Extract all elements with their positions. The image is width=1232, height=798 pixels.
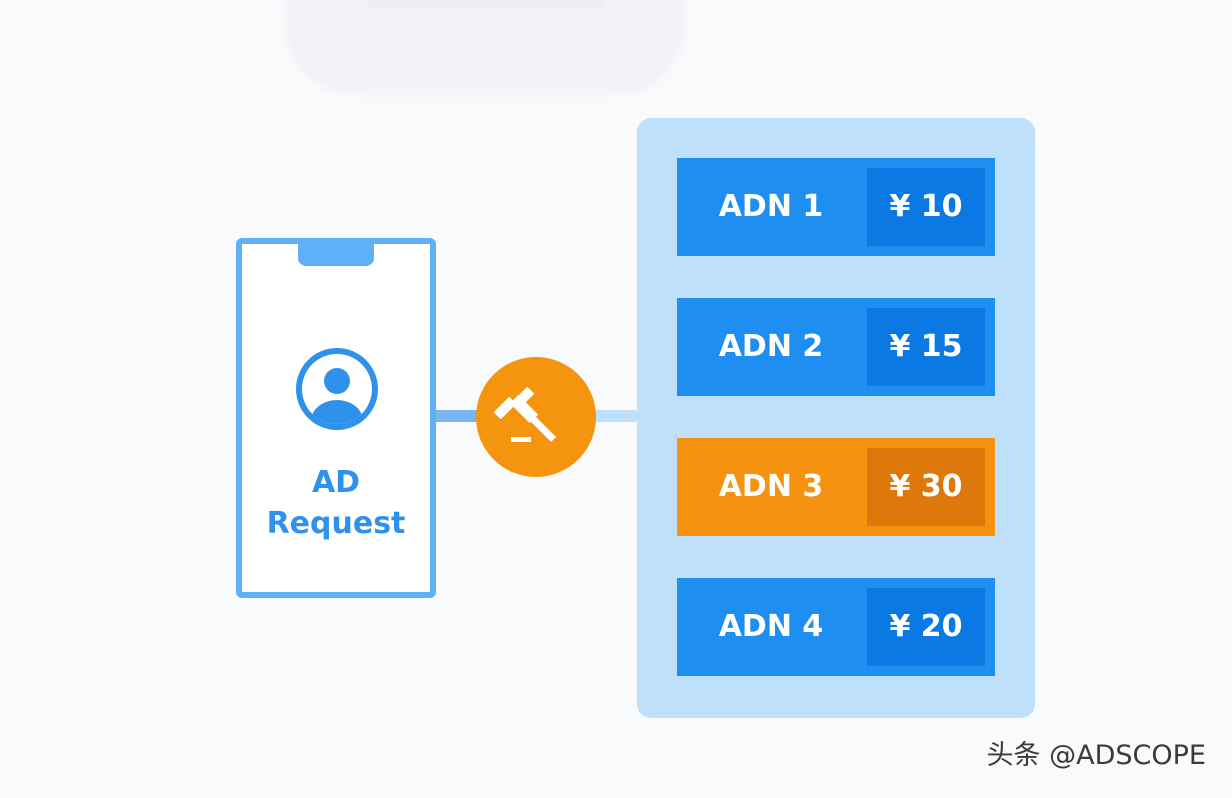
connector-auction-to-networks [592, 410, 640, 422]
user-avatar-icon [295, 347, 379, 431]
phone-device: AD Request [236, 238, 436, 598]
phone-notch [298, 242, 374, 266]
ad-request-line-2: Request [266, 506, 406, 541]
adn-name-2: ADN 2 [718, 329, 824, 364]
ad-request-line-1: AD [311, 465, 361, 500]
adn-row-1: ADN 1 ¥ 10 [677, 158, 995, 256]
adn-row-2: ADN 2 ¥ 15 [677, 298, 995, 396]
watermark-text: 头条 @ADSCOPE [986, 740, 1206, 771]
adn-row-3-winner: ADN 3 ¥ 30 [677, 438, 995, 536]
adn-price-2: ¥ 15 [867, 308, 985, 386]
adn-price-4: ¥ 20 [867, 588, 985, 666]
gavel-icon [476, 357, 596, 477]
ad-request-label: AD Request [242, 462, 430, 544]
connector-phone-to-auction [432, 410, 482, 422]
background-decoration-inner [365, 0, 605, 8]
adn-name-1: ADN 1 [718, 189, 824, 224]
adn-name-3: ADN 3 [718, 469, 824, 504]
ad-networks-panel: ADN 1 ¥ 10 ADN 2 ¥ 15 ADN 3 ¥ 30 ADN 4 ¥… [637, 118, 1035, 718]
adn-price-3: ¥ 30 [867, 448, 985, 526]
adn-name-4: ADN 4 [718, 609, 824, 644]
adn-price-1: ¥ 10 [867, 168, 985, 246]
adn-row-4: ADN 4 ¥ 20 [677, 578, 995, 676]
background-decoration [285, 0, 685, 95]
